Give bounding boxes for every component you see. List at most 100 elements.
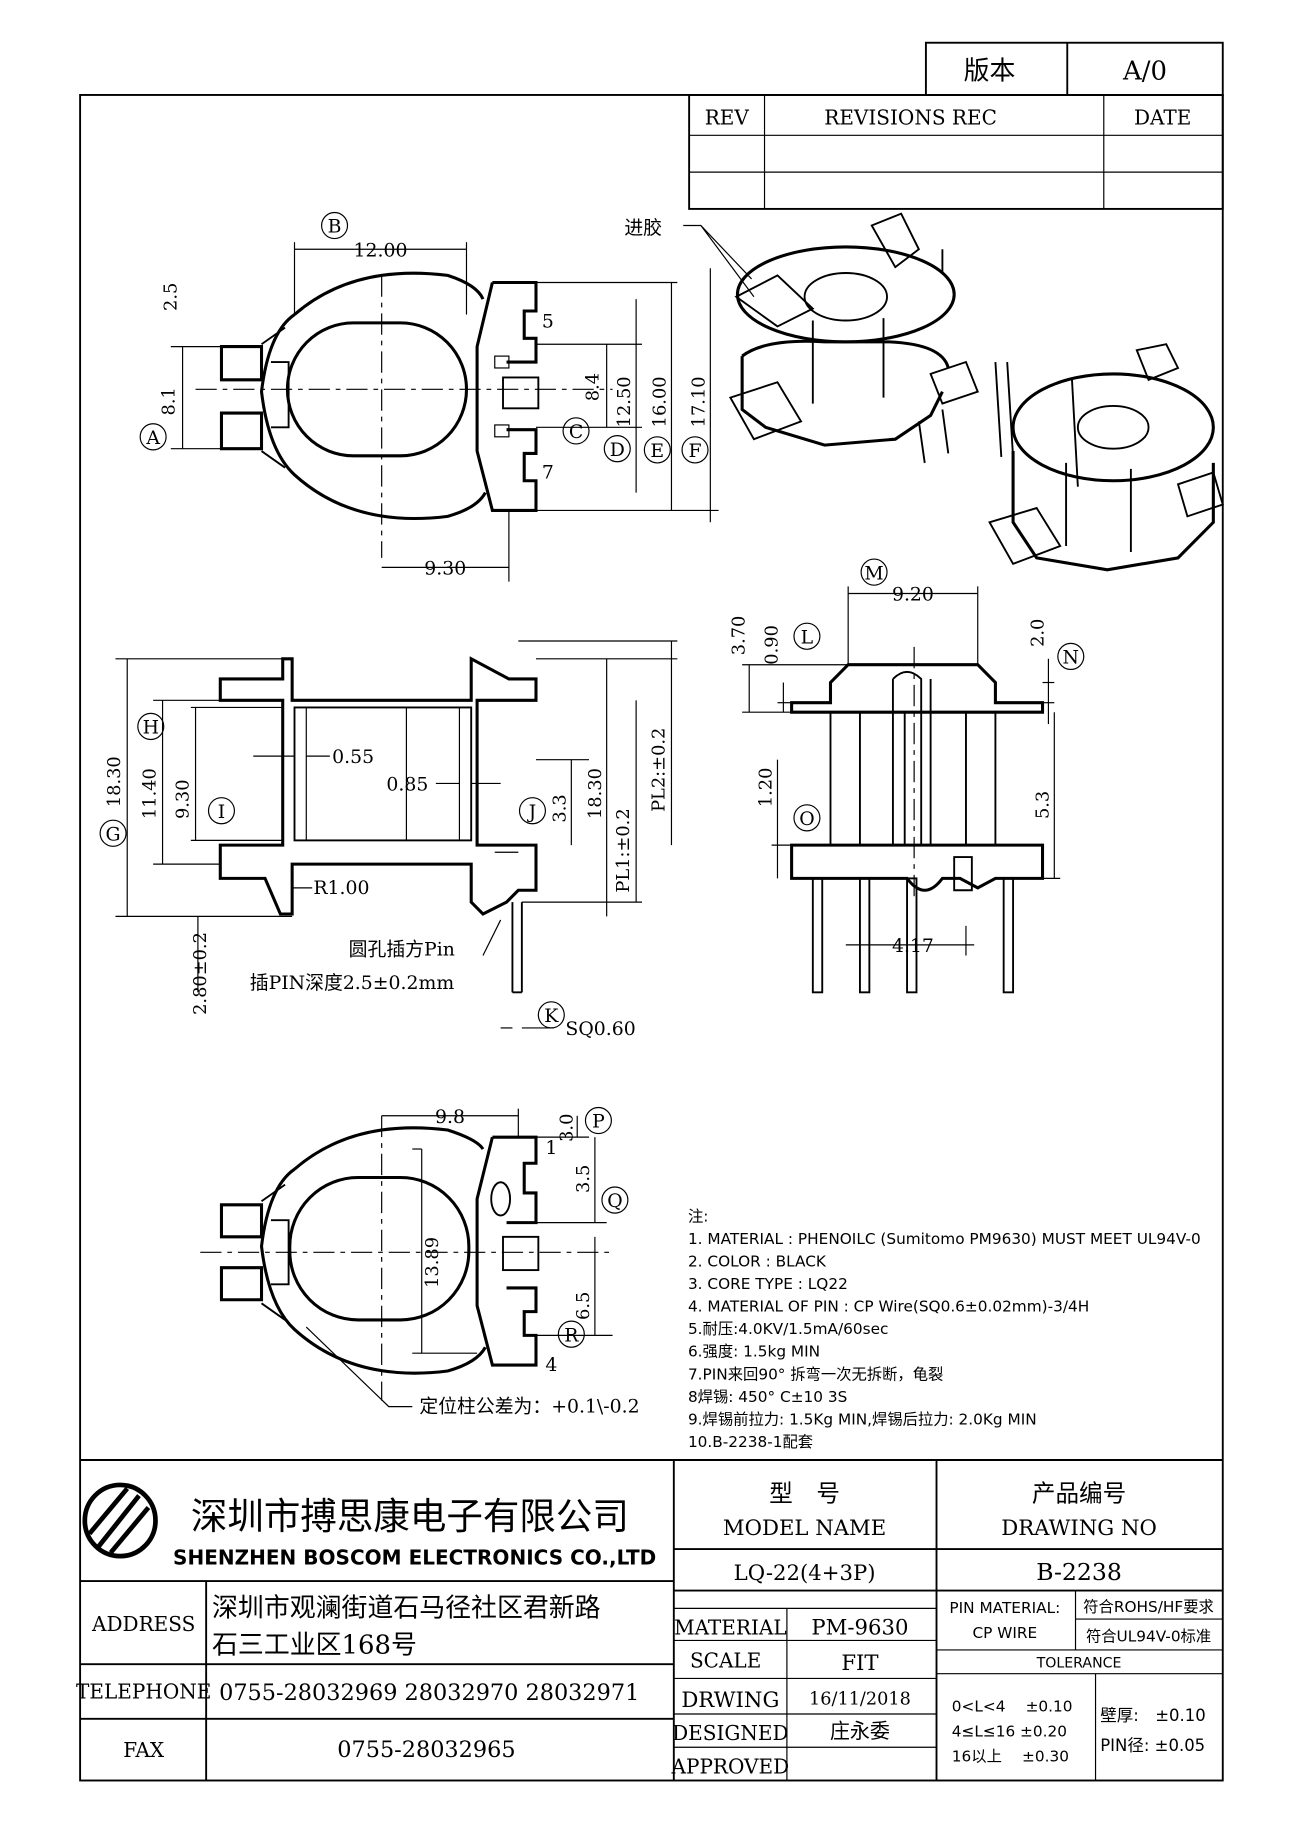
- note-6: 6.强度: 1.5kg MIN: [688, 1343, 820, 1361]
- drawing-no-cn: 产品编号: [1032, 1479, 1126, 1507]
- gate-callout: 进胶: [624, 217, 662, 239]
- material-value: PM-9630: [811, 1615, 908, 1640]
- marker-g: G: [99, 819, 127, 847]
- company-name-en: SHENZHEN BOSCOM ELECTRONICS CO.,LTD: [173, 1545, 656, 1569]
- marker-k: K: [537, 1001, 565, 1029]
- pin-5-label: 5: [542, 311, 554, 333]
- marker-a: A: [139, 423, 167, 451]
- dim-6-5: 6.5: [574, 1292, 594, 1320]
- rev-header: REV: [705, 106, 750, 130]
- dim-3-0: 3.0: [558, 1114, 578, 1142]
- tolerance-label: TOLERANCE: [1036, 1656, 1122, 1672]
- dim-pl1: PL1:±0.2: [614, 808, 634, 892]
- model-name-value: LQ-22(4+3P): [734, 1561, 876, 1586]
- marker-h-label: H: [143, 717, 159, 739]
- title-block: 深圳市搏思康电子有限公司 SHENZHEN BOSCOM ELECTRONICS…: [76, 1459, 1223, 1781]
- marker-f: F: [681, 436, 709, 464]
- pin-diameter-tolerance: PIN径: ±0.05: [1100, 1736, 1205, 1755]
- dim-pl2: PL2:±0.2: [649, 728, 669, 812]
- dim-2-0: 2.0: [1029, 619, 1049, 647]
- marker-n: N: [1057, 642, 1085, 671]
- dim-1-20: 1.20: [757, 768, 777, 808]
- dim-11-40: 11.40: [141, 768, 161, 819]
- dim-9-20: 9.20: [892, 584, 934, 606]
- drwing-date: 16/11/2018: [809, 1689, 911, 1709]
- telephone-label: TELEPHONE: [76, 1680, 211, 1704]
- scale-value: FIT: [841, 1651, 878, 1676]
- side-view: 9.20 3.70 0.90 2.0 1.20 5.3 4.17: [730, 584, 1061, 994]
- marker-g-label: G: [106, 823, 121, 845]
- marker-r: R: [557, 1320, 585, 1348]
- note-3: 3. CORE TYPE : LQ22: [688, 1275, 848, 1293]
- note-8: 8焊锡: 450° C±10 3S: [688, 1388, 847, 1406]
- dim-18-30-left: 18.30: [105, 756, 125, 807]
- version-value: A/0: [1122, 56, 1167, 86]
- marker-q-label: Q: [607, 1190, 622, 1212]
- dim-12-50: 12.50: [615, 376, 635, 427]
- pin-7-label: 7: [542, 461, 554, 483]
- note-1: 1. MATERIAL : PHENOILC (Sumitomo PM9630)…: [688, 1230, 1201, 1248]
- address-label: ADDRESS: [91, 1612, 195, 1636]
- note-5: 5.耐压:4.0KV/1.5mA/60sec: [688, 1320, 888, 1338]
- revisions-rec-header: REVISIONS REC: [824, 106, 997, 130]
- designed-label: DESIGNED: [672, 1721, 788, 1745]
- marker-a-label: A: [145, 427, 160, 449]
- note-7: 7.PIN来回90° 拆弯一次无拆断，龟裂: [688, 1365, 943, 1383]
- marker-d: D: [603, 435, 631, 463]
- pin-material-value: CP WIRE: [972, 1624, 1037, 1642]
- dim-12-00: 12.00: [354, 239, 408, 261]
- marker-f-label: F: [688, 440, 701, 462]
- version-label: 版本: [964, 56, 1016, 86]
- drawing-no-en: DRAWING NO: [1001, 1516, 1157, 1541]
- address-line-1: 深圳市观澜街道石马径社区君新路: [212, 1594, 601, 1624]
- marker-h: H: [137, 712, 165, 741]
- marker-l: L: [793, 622, 821, 650]
- marker-j: J: [518, 797, 547, 825]
- notes-heading: 注:: [688, 1207, 708, 1225]
- drawing-frame: [79, 94, 1224, 1782]
- scale-label: SCALE: [690, 1649, 761, 1673]
- dim-0-85: 0.85: [386, 773, 428, 795]
- dim-4-17: 4.17: [892, 935, 934, 957]
- designed-value: 庄永委: [830, 1719, 890, 1743]
- dim-9-30-front: 9.30: [174, 779, 194, 819]
- material-label: MATERIAL: [674, 1615, 787, 1639]
- pin-1-label: 1: [545, 1137, 557, 1159]
- tolerance-row-1: 0<L<4 ±0.10: [952, 1698, 1073, 1716]
- model-name-en: MODEL NAME: [723, 1516, 886, 1541]
- dim-18-30-right: 18.30: [586, 768, 606, 819]
- dim-2-5: 2.5: [162, 283, 182, 311]
- company-name-cn: 深圳市搏思康电子有限公司: [191, 1495, 629, 1538]
- pin-square-label: SQ0.60: [565, 1018, 635, 1040]
- note-9: 9.焊锡前拉力: 1.5Kg MIN,焊锡后拉力: 2.0Kg MIN: [688, 1410, 1037, 1428]
- rohs-note: 符合ROHS/HF要求: [1083, 1598, 1214, 1616]
- marker-l-label: L: [801, 626, 814, 648]
- bottom-view: 9.8 13.89 3.0 3.5 6.5 1 4 定位柱公差为：+0.1\-0…: [200, 1106, 640, 1418]
- pin-depth-callout: 插PIN深度2.5±0.2mm: [250, 972, 455, 994]
- marker-o-label: O: [799, 808, 814, 830]
- wall-thickness-tolerance: 壁厚: ±0.10: [1100, 1706, 1206, 1725]
- notes-block: 注: 1. MATERIAL : PHENOILC (Sumitomo PM96…: [688, 1207, 1201, 1451]
- marker-e: E: [643, 436, 671, 464]
- marker-e-label: E: [650, 440, 664, 462]
- fax-value: 0755-28032965: [337, 1737, 515, 1763]
- dim-9-30: 9.30: [424, 557, 466, 579]
- dim-16-00: 16.00: [651, 376, 671, 427]
- pin-material-label: PIN MATERIAL:: [949, 1599, 1060, 1617]
- note-2: 2. COLOR : BLACK: [688, 1252, 827, 1270]
- marker-q: Q: [601, 1186, 629, 1214]
- marker-c: C: [562, 417, 590, 445]
- marker-p: P: [584, 1106, 612, 1135]
- note-4: 4. MATERIAL OF PIN : CP Wire(SQ0.6±0.02m…: [688, 1298, 1089, 1316]
- tolerance-row-3: 16以上 ±0.30: [952, 1747, 1069, 1765]
- marker-d-label: D: [610, 439, 625, 461]
- marker-p-label: P: [592, 1111, 605, 1133]
- dim-5-3: 5.3: [1033, 791, 1053, 819]
- marker-o: O: [793, 804, 821, 832]
- dim-0-55: 0.55: [332, 746, 374, 768]
- revision-table: REV REVISIONS REC DATE: [688, 94, 1224, 210]
- dim-9-8: 9.8: [435, 1106, 465, 1128]
- dim-3-3: 3.3: [550, 794, 570, 822]
